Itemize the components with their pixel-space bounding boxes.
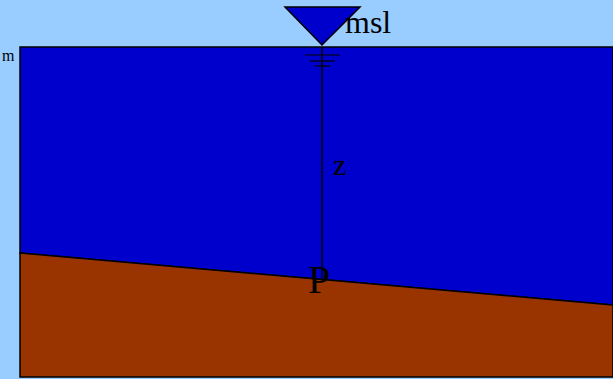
depth-symbol: z <box>333 150 346 180</box>
depth-line <box>321 47 323 280</box>
water-level-tick <box>305 54 340 55</box>
cropped-label: m <box>2 48 14 64</box>
water-level-tick <box>315 65 330 66</box>
seabed <box>20 253 613 377</box>
water-level-tick <box>310 60 335 61</box>
point-label: P <box>308 260 330 300</box>
mean-sea-level-label: msl <box>345 6 391 38</box>
